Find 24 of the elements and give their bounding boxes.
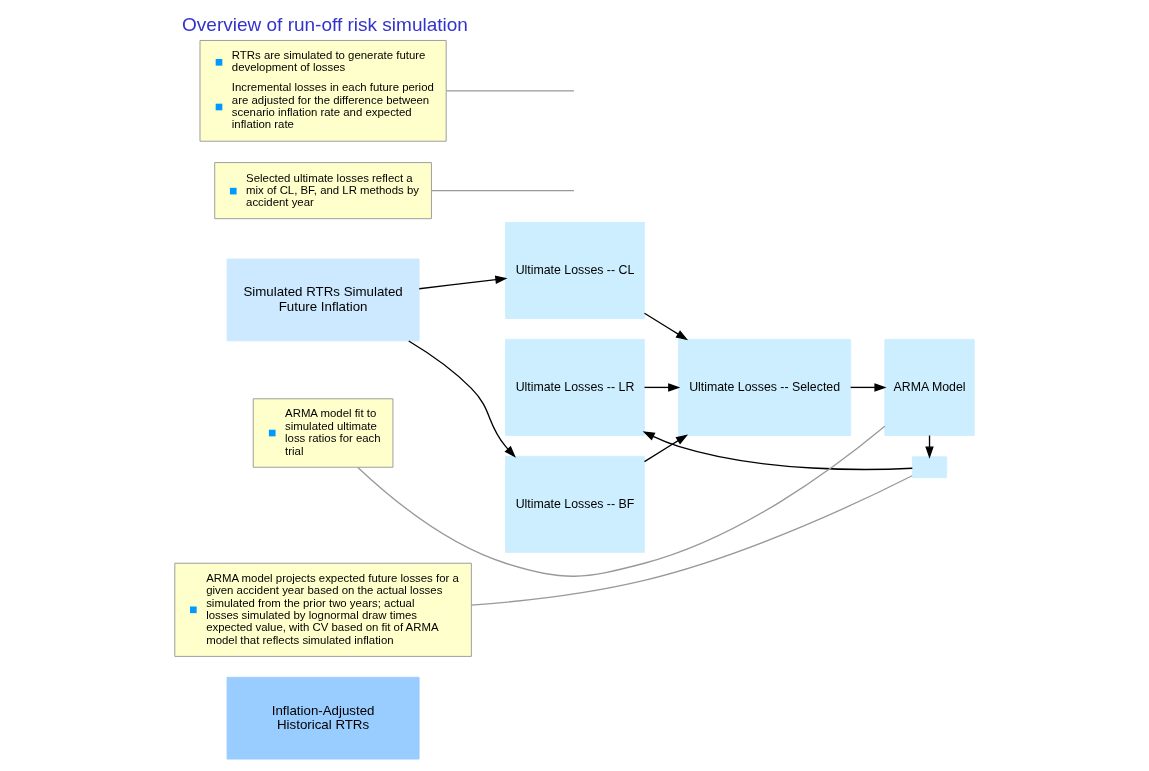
node-box: ARMA model projects expected future losses for a given accident year based on the actual losses simulated from the prior two years; actual losses simulated by lognormal draw times expected value, with CV based on fit of ARMA model that reflects simulated inflation	[174, 562, 472, 657]
arrow	[642, 431, 913, 471]
connector	[357, 425, 886, 577]
node-box: Simulated RTRs Simulated Future Inflation	[226, 258, 420, 342]
node-box	[911, 456, 948, 479]
arrow	[643, 383, 681, 392]
arrow	[418, 275, 508, 290]
node-box: Ultimate Losses -- Selected	[678, 338, 852, 436]
arrow	[643, 434, 689, 463]
arrow	[850, 383, 887, 392]
connector	[445, 90, 575, 92]
arrow	[643, 312, 689, 341]
node-box: ARMA Model	[884, 338, 975, 436]
node-box: ARMA model fit to simulated ultimate loss ratios for each trial	[252, 398, 394, 468]
node-box: RTRs are simulated to generate future development of losses Incremental losses in each future period are adjusted for the difference between scenario inflation rate and expected inflation rate	[199, 40, 447, 142]
connector	[470, 475, 913, 606]
node-box: Selected ultimate losses reflect a mix of CL, BF, and LR methods by accident year	[214, 162, 432, 220]
node-box: Ultimate Losses -- LR	[505, 338, 645, 436]
node-box: Ultimate Losses -- CL	[505, 222, 645, 319]
connector	[430, 189, 575, 192]
node-box: Inflation-Adjusted Historical RTRs	[226, 676, 420, 760]
diagram-title: Overview of run-off risk simulation	[182, 13, 468, 35]
node-box: Ultimate Losses -- BF	[505, 455, 645, 553]
arrow	[408, 340, 516, 458]
